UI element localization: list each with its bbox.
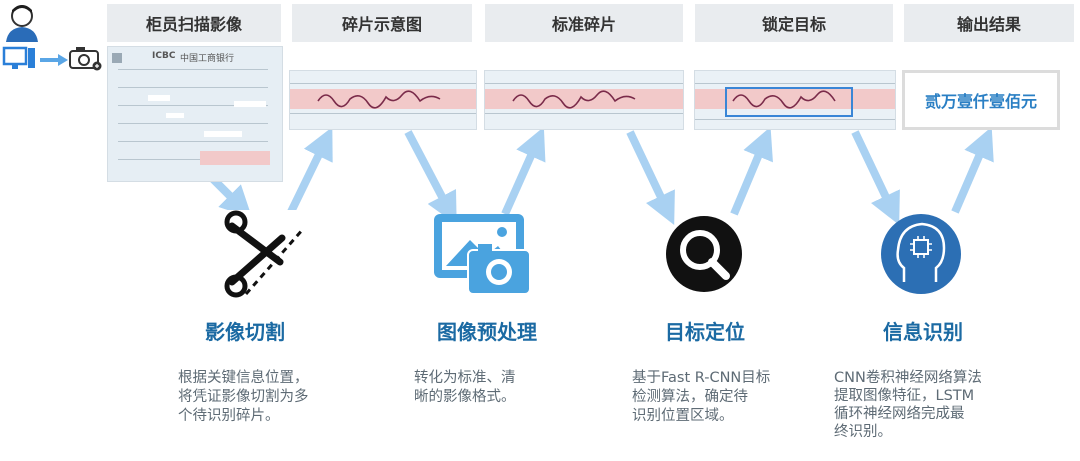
header-output-result: 输出结果	[904, 4, 1074, 42]
stage-desc-preprocess: 转化为标准、清 晰的影像格式。	[414, 370, 516, 405]
ai-brain-icon	[881, 214, 961, 294]
arrow-scan-to-cut	[209, 175, 253, 219]
user-icon	[6, 5, 38, 42]
magnifier-icon	[666, 216, 742, 292]
camera-icon	[69, 47, 102, 71]
locked-target-image	[694, 70, 896, 130]
standard-fragment-image	[484, 70, 684, 130]
computer-icon	[2, 46, 35, 69]
header-standard-fragment: 标准碎片	[485, 4, 683, 42]
target-bounding-box	[725, 87, 853, 117]
stage-title-preprocess: 图像预处理	[437, 320, 537, 344]
arrow-standard-to-locate	[626, 130, 675, 226]
arrow-recognize-to-result	[951, 126, 994, 214]
arrow-cut-to-fragment	[284, 127, 333, 220]
stage-title-locate: 目标定位	[665, 320, 745, 344]
arrow-locate-to-target	[730, 126, 773, 216]
stage-desc-locate: 基于Fast R-CNN目标 检测算法，确定待 识别位置区域。	[632, 370, 771, 424]
header-fragment-diagram: 碎片示意图	[292, 4, 472, 42]
stage-title-image-cut: 影像切割	[205, 320, 285, 344]
bank-name: 中国工商银行	[180, 54, 235, 64]
handwriting-scribble	[317, 90, 441, 109]
scissors-icon	[222, 210, 312, 300]
header-lock-target: 锁定目标	[695, 4, 893, 42]
fragment-image	[289, 70, 477, 130]
arrow-preprocess-to-standard	[501, 126, 546, 216]
arrow-fragment-to-preprocess	[404, 130, 457, 225]
bank-logo: ICBC	[152, 51, 176, 61]
arrow-target-to-recognize	[851, 130, 900, 226]
scanned-voucher-image: ICBC 中国工商银行	[107, 46, 283, 182]
stage-desc-image-cut: 根据关键信息位置， 将凭证影像切割为多 个待识别碎片。	[178, 370, 309, 424]
stage-title-recognize: 信息识别	[883, 320, 963, 344]
stage-desc-recognize: CNN卷积神经网络算法 提取图像特征，LSTM 循环神经网络完成最 终识别。	[834, 370, 982, 440]
output-result-box: 贰万壹仟壹佰元	[902, 70, 1060, 130]
image-camera-icon	[434, 214, 531, 295]
handwriting-scribble	[512, 90, 636, 109]
handwriting-scribble	[732, 90, 836, 109]
header-scan-image: 柜员扫描影像	[107, 4, 281, 42]
